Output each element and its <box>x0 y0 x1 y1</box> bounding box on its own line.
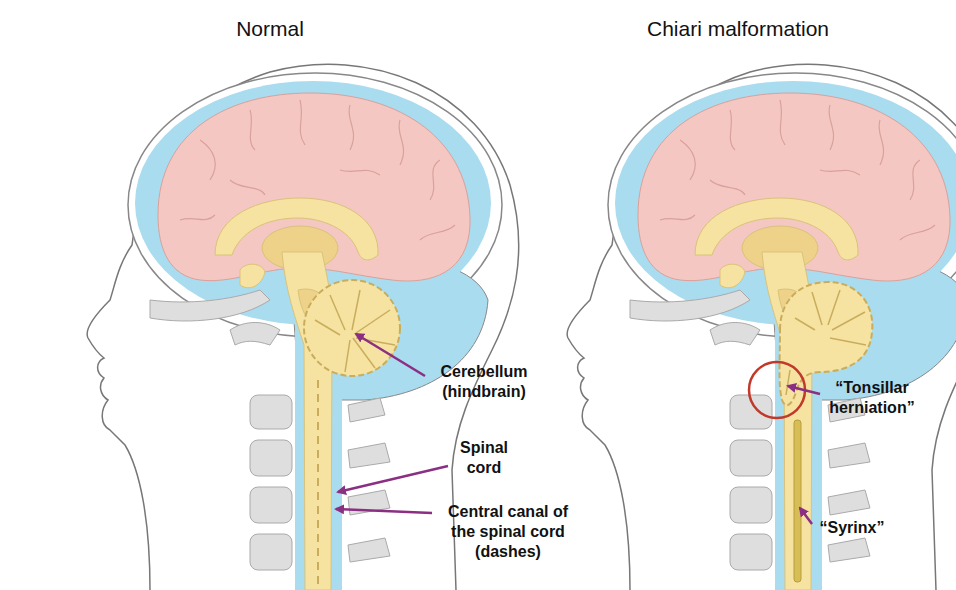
leader-line <box>338 466 448 492</box>
chiari-head <box>567 64 956 590</box>
leader-line <box>800 508 812 524</box>
panel-title: Normal <box>236 16 304 42</box>
leader-line <box>788 386 820 394</box>
part-label: Central canal of the spinal cord (dashes… <box>437 502 579 562</box>
cerebellum-normal <box>304 280 400 376</box>
leader-line <box>336 509 432 513</box>
part-label: “Tonsillar herniation” <box>822 378 922 418</box>
leader-line <box>356 334 425 376</box>
herniation-circle <box>749 362 805 418</box>
central-canal <box>317 380 319 590</box>
syrinx <box>794 420 801 582</box>
part-label: “Syrinx” <box>820 518 885 538</box>
part-label: Spinal cord <box>452 438 516 478</box>
part-label: Cerebellum (hindbrain) <box>424 362 544 402</box>
panel-title: Chiari malformation <box>647 16 829 42</box>
